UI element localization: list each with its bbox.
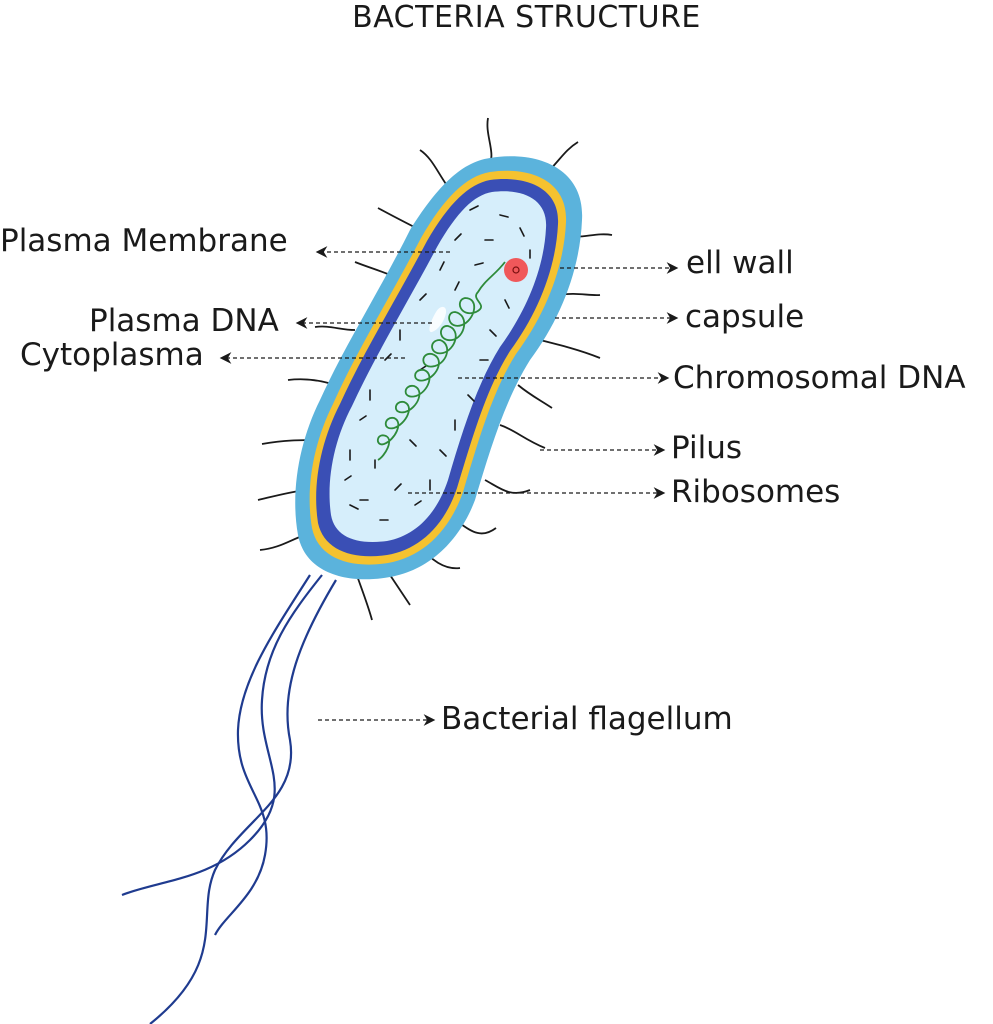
flagellum-2 bbox=[149, 579, 337, 1024]
label-cytoplasma: Cytoplasma bbox=[20, 337, 204, 373]
label-ribosomes: Ribosomes bbox=[671, 474, 841, 510]
plasma-dna-shape bbox=[429, 306, 447, 333]
label-plasma-dna: Plasma DNA bbox=[89, 303, 279, 339]
label-pilus: Pilus bbox=[671, 430, 743, 466]
plasmid-dot-center bbox=[512, 266, 520, 274]
label-chromosomal-dna: Chromosomal DNA bbox=[673, 360, 966, 396]
leader-lines bbox=[219, 246, 679, 726]
flagella bbox=[121, 574, 337, 1024]
plasmid-dot bbox=[504, 258, 528, 282]
ribosomes bbox=[344, 205, 531, 521]
label-cell-wall: ell wall bbox=[686, 245, 794, 281]
label-plasma-membrane: Plasma Membrane bbox=[0, 223, 288, 259]
label-capsule: capsule bbox=[685, 299, 805, 335]
label-bacterial-flagellum: Bacterial flagellum bbox=[441, 701, 733, 737]
chromosomal-dna bbox=[376, 261, 506, 461]
flagellum-3 bbox=[214, 574, 311, 936]
diagram-title: BACTERIA STRUCTURE bbox=[352, 0, 701, 35]
flagellum-1 bbox=[121, 574, 323, 897]
